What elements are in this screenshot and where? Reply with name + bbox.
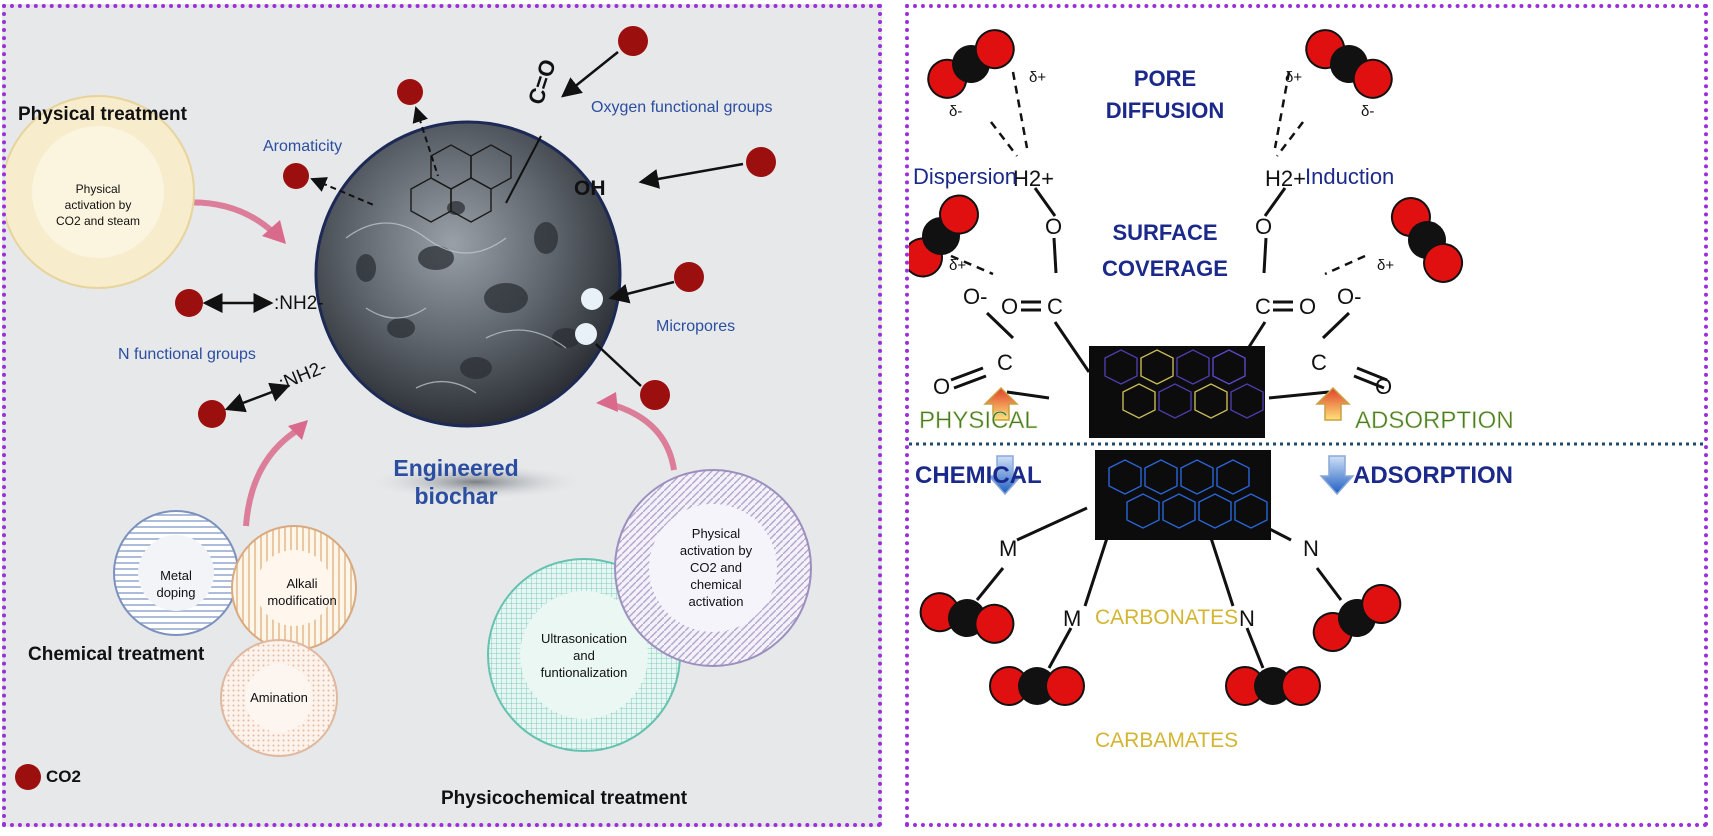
- physical-label: PHYSICAL: [919, 407, 1038, 434]
- carbonyl-group: C=O: [523, 56, 561, 107]
- carbon-right-top: C: [1255, 294, 1271, 319]
- carbamates-label: CARBAMATES: [1095, 729, 1238, 752]
- adsorption-bottom-label: ADSORPTION: [1353, 462, 1513, 489]
- gear-physical-chemical-icon: [614, 469, 812, 667]
- right-panel-adsorption-mechanism: H2+ H2+ O O C C O O O- O- C C O O M M N …: [905, 4, 1708, 827]
- phys-chem-line-5: activation: [689, 594, 744, 609]
- delta-minus-top-right: δ-: [1361, 103, 1374, 120]
- adsorption-top-label: ADSORPTION: [1355, 407, 1514, 434]
- carbon-left-top: C: [1047, 294, 1063, 319]
- carbon-right-bottom: C: [1311, 350, 1327, 375]
- legend-co2-label: CO2: [46, 767, 81, 786]
- physical-up-arrow-icon: [983, 386, 1019, 421]
- metal-doping-line-1: Metal: [160, 568, 192, 583]
- amine-group-top: :NH2-: [274, 293, 324, 314]
- amine-group-bottom: :NH2-: [276, 357, 330, 395]
- ultrasonication-line-1: Ultrasonication: [541, 631, 627, 646]
- alkali-line-2: modification: [267, 593, 336, 608]
- oxygen-right-top: O: [1255, 214, 1272, 239]
- gear-amination-icon: [220, 639, 338, 757]
- oxygen-groups-label: Oxygen functional groups: [591, 99, 772, 116]
- surface-coverage-line-2: COVERAGE: [1102, 256, 1228, 281]
- pore-diffusion-line-1: PORE: [1134, 66, 1196, 91]
- ultrasonication-line-2: and: [573, 648, 595, 663]
- delta-plus-mid-left: δ+: [949, 257, 966, 274]
- dispersion-label: Dispersion: [913, 164, 1017, 189]
- chemical-label: CHEMICAL: [915, 462, 1042, 489]
- adsorption-down-arrow-icon: [1319, 455, 1355, 496]
- carbon-lattice-icon: [1089, 346, 1271, 540]
- left-panel-biochar-engineering: Physical treatment Physical activation b…: [2, 4, 882, 827]
- nitrogen-right: N: [1303, 536, 1319, 561]
- h2plus-left: H2+: [1013, 166, 1054, 191]
- oxygen-left-top: O: [1045, 214, 1062, 239]
- micropores-label: Micropores: [656, 318, 735, 335]
- phys-chem-line-1: Physical: [692, 526, 741, 541]
- adsorption-up-arrow-icon: [1315, 386, 1351, 421]
- alkali-line-1: Alkali: [286, 576, 317, 591]
- carbonates-label: CARBONATES: [1095, 606, 1238, 629]
- biochar-particle: [314, 120, 622, 428]
- adsorption-diagram: H2+ H2+ O O C C O O O- O- C C O O M M N …: [909, 29, 1704, 752]
- induction-label: Induction: [1305, 164, 1394, 189]
- metal-doping-line-2: doping: [156, 585, 195, 600]
- biochar-shadow: [366, 464, 586, 500]
- physical-gear-line-1: Physical: [76, 182, 121, 196]
- physical-gear-line-3: CO2 and steam: [56, 214, 140, 228]
- legend-co2-icon: [15, 764, 41, 790]
- phys-chem-line-4: chemical: [690, 577, 741, 592]
- o-minus-left: O-: [963, 284, 987, 309]
- hydroxyl-group: OH: [574, 177, 606, 200]
- n-groups-label: N functional groups: [118, 346, 256, 363]
- gear-alkali-icon: [231, 525, 357, 651]
- physical-treatment-label: Physical treatment: [18, 104, 188, 125]
- amination-label: Amination: [250, 690, 308, 705]
- delta-plus-mid-right: δ+: [1377, 257, 1394, 274]
- carbon-left-bottom: C: [997, 350, 1013, 375]
- aromaticity-label: Aromaticity: [263, 138, 342, 155]
- engineered-biochar-line-1: Engineered: [393, 455, 518, 481]
- metal-left: M: [999, 536, 1017, 561]
- oxygen-left-lower: O: [933, 374, 950, 399]
- surface-coverage-line-1: SURFACE: [1112, 220, 1217, 245]
- chemical-down-arrow-icon: [987, 455, 1023, 496]
- oxygen-left-double: O: [1001, 294, 1018, 319]
- co2-molecules: [175, 26, 776, 428]
- co2-molecules-right: [909, 29, 1464, 706]
- delta-minus-top-left: δ-: [949, 103, 962, 120]
- physicochemical-treatment-label: Physicochemical treatment: [441, 788, 688, 809]
- ultrasonication-line-3: funtionalization: [541, 665, 628, 680]
- nitrogen-center: N: [1239, 606, 1255, 631]
- phys-chem-line-3: CO2 and: [690, 560, 742, 575]
- engineered-biochar-line-2: biochar: [414, 483, 497, 509]
- oxygen-right-double: O: [1299, 294, 1316, 319]
- physical-gear-line-2: activation by: [65, 198, 132, 212]
- delta-plus-top-left: δ+: [1029, 69, 1046, 86]
- chemical-treatment-label: Chemical treatment: [28, 644, 205, 665]
- pore-diffusion-line-2: DIFFUSION: [1106, 98, 1225, 123]
- oxygen-right-lower: O: [1375, 374, 1392, 399]
- delta-plus-top-right: δ+: [1285, 69, 1302, 86]
- gear-physical-icon: [6, 95, 195, 289]
- phys-chem-line-2: activation by: [680, 543, 753, 558]
- biochar-diagram: Physical treatment Physical activation b…: [6, 26, 812, 809]
- o-minus-right: O-: [1337, 284, 1361, 309]
- h2plus-right: H2+: [1265, 166, 1306, 191]
- metal-center: M: [1063, 606, 1081, 631]
